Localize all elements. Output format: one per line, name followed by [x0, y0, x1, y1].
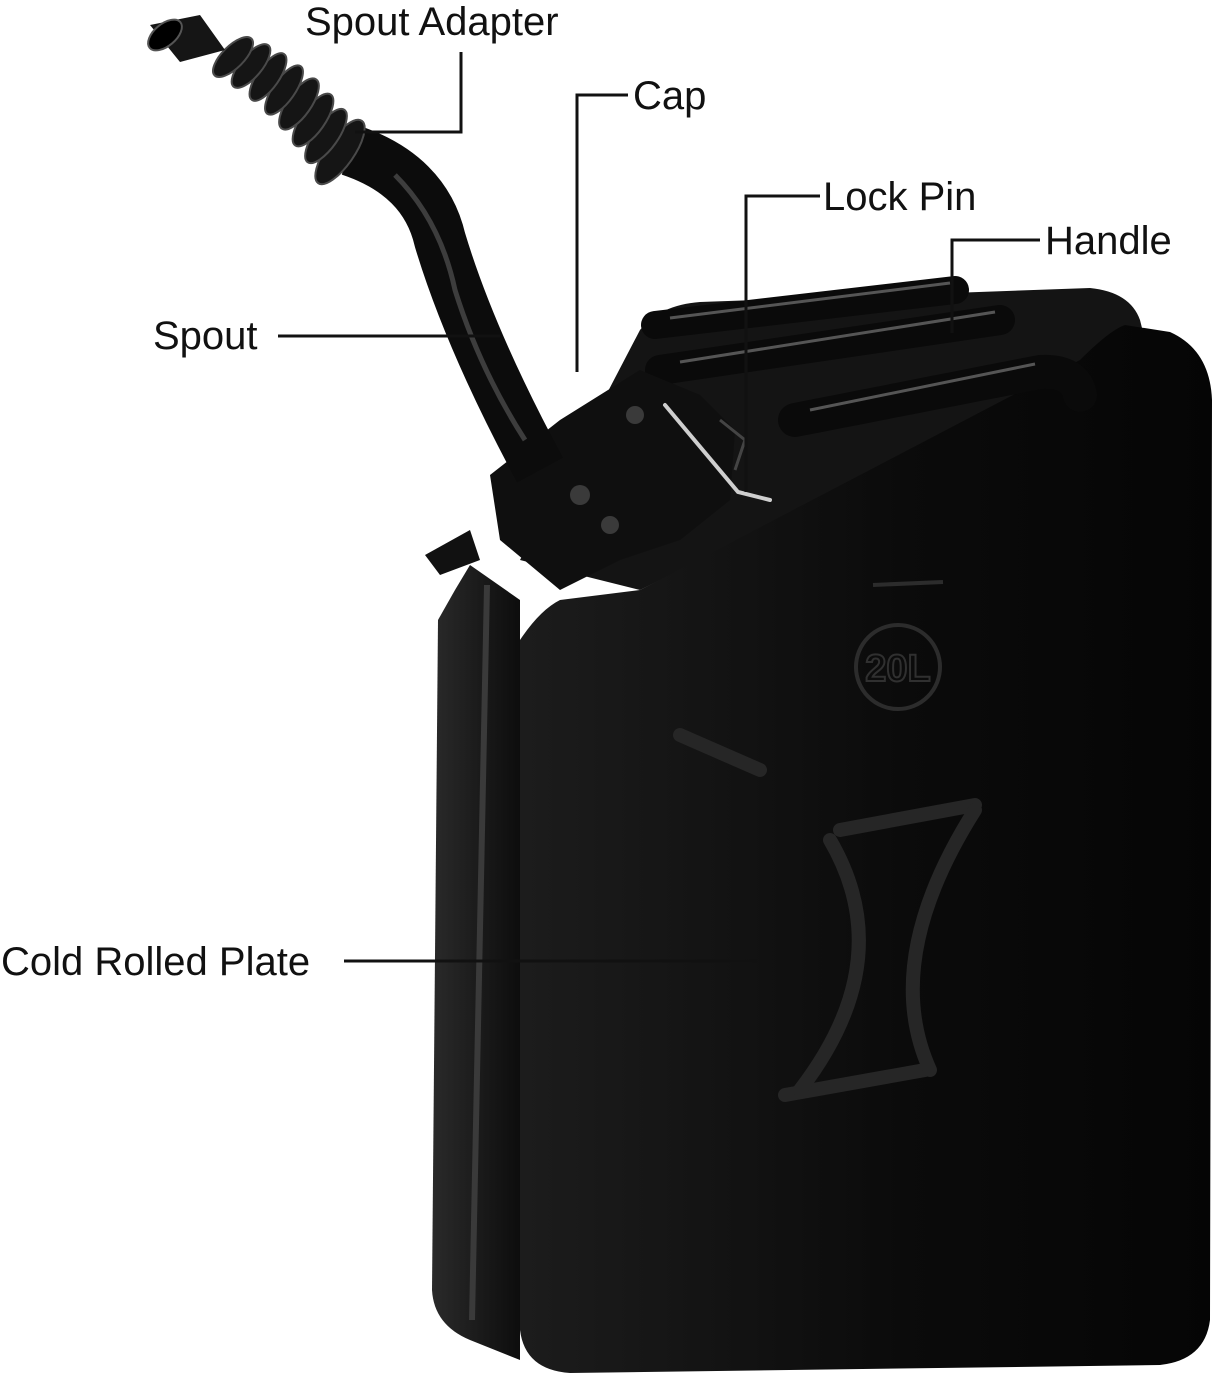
leader-handle	[950, 238, 1040, 333]
label-lock-pin: Lock Pin	[823, 175, 977, 219]
can-body	[520, 325, 1212, 1373]
lock-pin	[663, 403, 772, 502]
leader-lock-pin	[744, 194, 820, 492]
capacity-badge-circle	[854, 623, 942, 711]
spout-tube-highlight	[393, 173, 528, 442]
label-handle: Handle	[1045, 219, 1172, 263]
spout-adapter-opening	[147, 18, 183, 52]
capacity-badge-text: 20L	[865, 648, 930, 690]
leader-lines	[278, 52, 1040, 963]
label-cap: Cap	[633, 74, 707, 118]
leader-cap	[575, 93, 628, 372]
leader-spout-adapter	[355, 52, 463, 134]
cap-mechanism	[425, 370, 747, 590]
label-spout: Spout	[153, 314, 258, 358]
label-spout-adapter: Spout Adapter	[305, 0, 559, 44]
spout-adapter-ribs	[212, 36, 366, 186]
label-cold-rolled-plate: Cold Rolled Plate	[1, 940, 311, 984]
can-embossing	[673, 728, 982, 1102]
handle-highlights	[669, 281, 1036, 412]
can-side-seam	[469, 584, 490, 1321]
badge-dash	[872, 580, 944, 587]
handle-bars	[641, 276, 1097, 437]
